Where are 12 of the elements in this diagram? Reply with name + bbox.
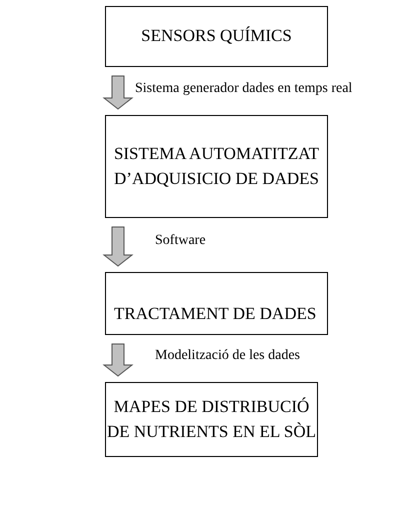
block-arrow bbox=[102, 344, 134, 377]
process-box bbox=[105, 382, 318, 457]
process-box bbox=[105, 6, 328, 67]
box-text: MAPES DE DISTRIBUCIÓ DE NUTRIENTS EN EL SÒL bbox=[106, 396, 317, 442]
process-box bbox=[105, 272, 328, 335]
box-text: SENSORS QUÍMICS bbox=[141, 25, 292, 48]
edge-label: Sistema generador dades en temps real bbox=[135, 81, 352, 97]
block-arrow bbox=[102, 76, 134, 110]
box-text: SISTEMA AUTOMATITZAT D’ADQUISICIO DE DADES bbox=[112, 142, 320, 190]
process-box bbox=[105, 115, 328, 218]
box-text: TRACTAMENT DE DADES bbox=[114, 303, 316, 326]
block-arrow bbox=[102, 226, 134, 267]
